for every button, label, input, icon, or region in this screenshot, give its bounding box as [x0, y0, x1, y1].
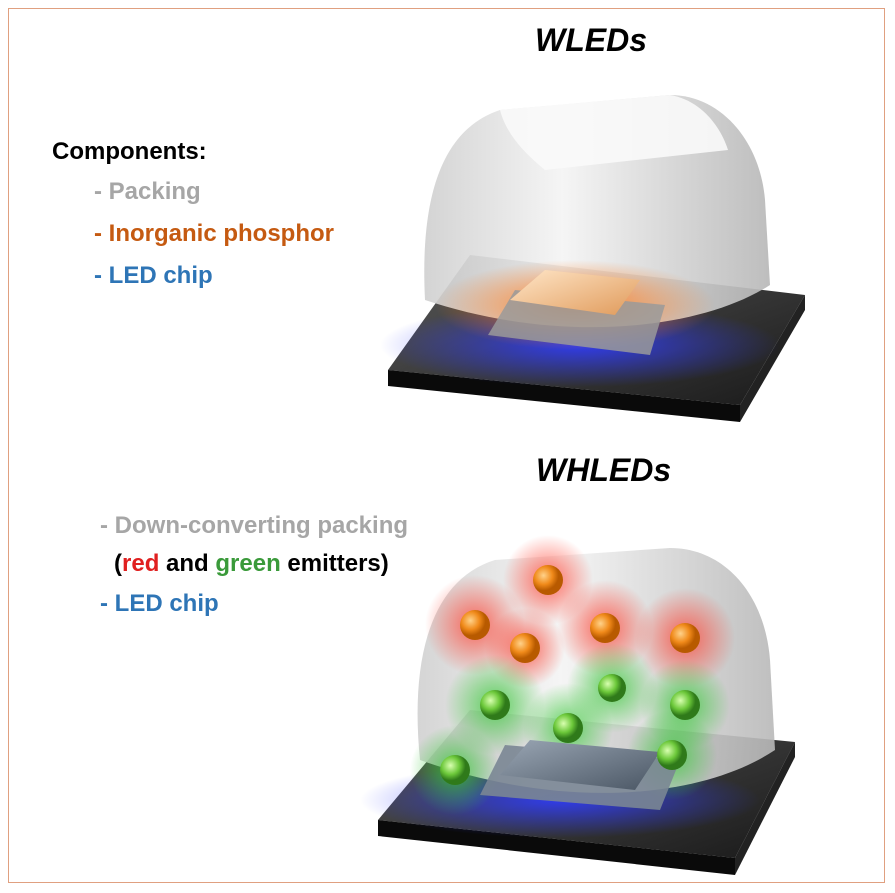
emitters-note: (red and green emitters) — [114, 550, 389, 578]
whleds-title: WHLEDs — [536, 452, 672, 488]
green-emitter — [670, 690, 700, 720]
whled-device — [360, 535, 795, 875]
emitters-rest: emitters) — [280, 550, 389, 577]
component-down-converting-packing: - Down-converting packing — [100, 512, 409, 539]
red-emitter — [460, 610, 490, 640]
wled-base-side — [740, 295, 805, 422]
component-led-chip: - LED chip — [94, 262, 213, 289]
emitters-green-word: green — [215, 550, 281, 577]
red-emitter — [510, 633, 540, 663]
wled-base-front — [388, 370, 740, 422]
whled-base-side — [735, 742, 795, 875]
wled-device — [380, 95, 805, 422]
wleds-title: WLEDs — [535, 22, 647, 58]
component-packing: - Packing — [94, 178, 201, 205]
whled-base-front — [378, 820, 735, 875]
emitters-and: and — [159, 550, 216, 577]
wled-dome-top — [500, 95, 728, 170]
emitters-open-paren: ( — [114, 550, 122, 577]
green-emitter — [480, 690, 510, 720]
component-led-chip-2: - LED chip — [100, 590, 219, 617]
emitters-red-word: red — [122, 550, 160, 577]
wled-chip — [510, 270, 640, 315]
green-emitter — [657, 740, 687, 770]
green-emitter — [440, 755, 470, 785]
red-emitter — [533, 565, 563, 595]
component-inorganic-phosphor: - Inorganic phosphor — [94, 220, 334, 247]
whled-chip — [500, 740, 660, 790]
red-emitter — [590, 613, 620, 643]
red-emitter — [670, 623, 700, 653]
figure-frame — [8, 8, 885, 883]
components-heading: Components: — [52, 138, 207, 165]
green-emitter — [553, 713, 583, 743]
green-emitter — [598, 674, 626, 702]
